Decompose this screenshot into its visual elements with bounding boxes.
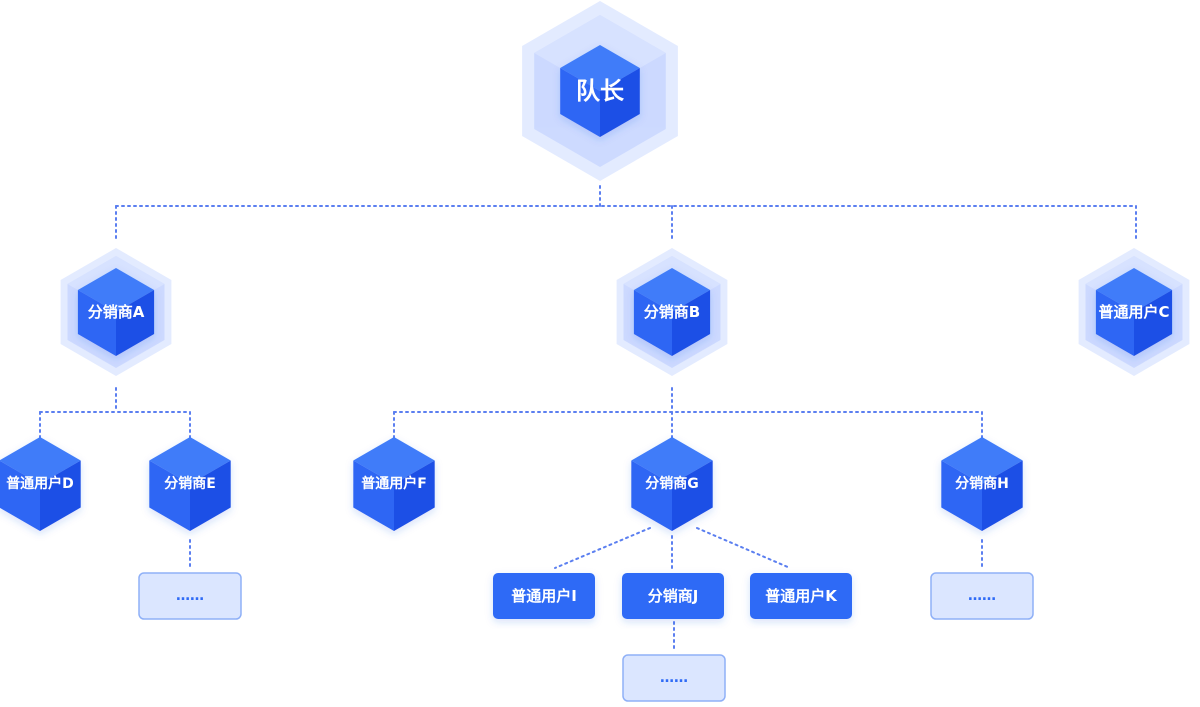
node-distributor-j: 分销商J [622,573,724,619]
node-leader-label: 队长 [576,77,625,105]
node-leader-hexagon [560,45,640,137]
placeholder-j-children-box [622,654,726,702]
node-user-i: 普通用户I [493,573,595,619]
node-user-k-box [750,573,852,619]
node-distributor-a-hexagon [77,268,155,356]
node-distributor-h-hexagon [941,437,1023,531]
node-distributor-g: 分销商G [631,437,713,531]
connector-g-to-i [554,527,651,569]
node-distributor-e-hexagon [149,437,231,531]
placeholder-e-children-ellipsis: …… [176,588,204,604]
node-user-c-hexagon [1095,268,1173,356]
node-distributor-b: 分销商B [616,248,728,376]
node-distributor-h: 分销商H [941,437,1023,531]
placeholder-e-children-box [138,572,242,620]
node-user-k-label: 普通用户K [765,587,838,605]
placeholder-j-children: …… [622,654,726,702]
placeholder-h-children: …… [930,572,1034,620]
node-user-f: 普通用户F [353,437,435,531]
node-distributor-e: 分销商E [149,437,231,531]
node-distributor-j-label: 分销商J [648,587,699,605]
placeholder-e-children: …… [138,572,242,620]
placeholder-h-children-box [930,572,1034,620]
node-user-f-label: 普通用户F [361,475,427,492]
placeholder-j-children-ellipsis: …… [660,670,688,686]
node-distributor-g-hexagon [631,437,713,531]
connector-lines [39,185,1137,653]
node-distributor-g-label: 分销商G [645,475,699,492]
node-user-d-label: 普通用户D [6,475,74,492]
node-user-i-box [493,573,595,619]
node-user-c-label: 普通用户C [1098,303,1169,321]
node-user-i-label: 普通用户I [511,587,577,605]
node-user-d: 普通用户D [0,437,81,531]
node-user-f-hexagon [353,437,435,531]
node-distributor-a: 分销商A [60,248,172,376]
node-user-k: 普通用户K [750,573,852,619]
node-distributor-b-label: 分销商B [644,303,700,321]
connector-g-to-k [696,527,791,569]
node-user-d-hexagon [0,437,81,531]
node-user-c: 普通用户C [1078,248,1190,376]
node-distributor-e-label: 分销商E [164,475,216,492]
node-leader: 队长 [522,1,678,181]
node-distributor-j-box [622,573,724,619]
node-distributor-a-label: 分销商A [88,303,145,321]
node-distributor-h-label: 分销商H [955,475,1009,492]
node-distributor-b-hexagon [633,268,711,356]
placeholder-h-children-ellipsis: …… [968,588,996,604]
